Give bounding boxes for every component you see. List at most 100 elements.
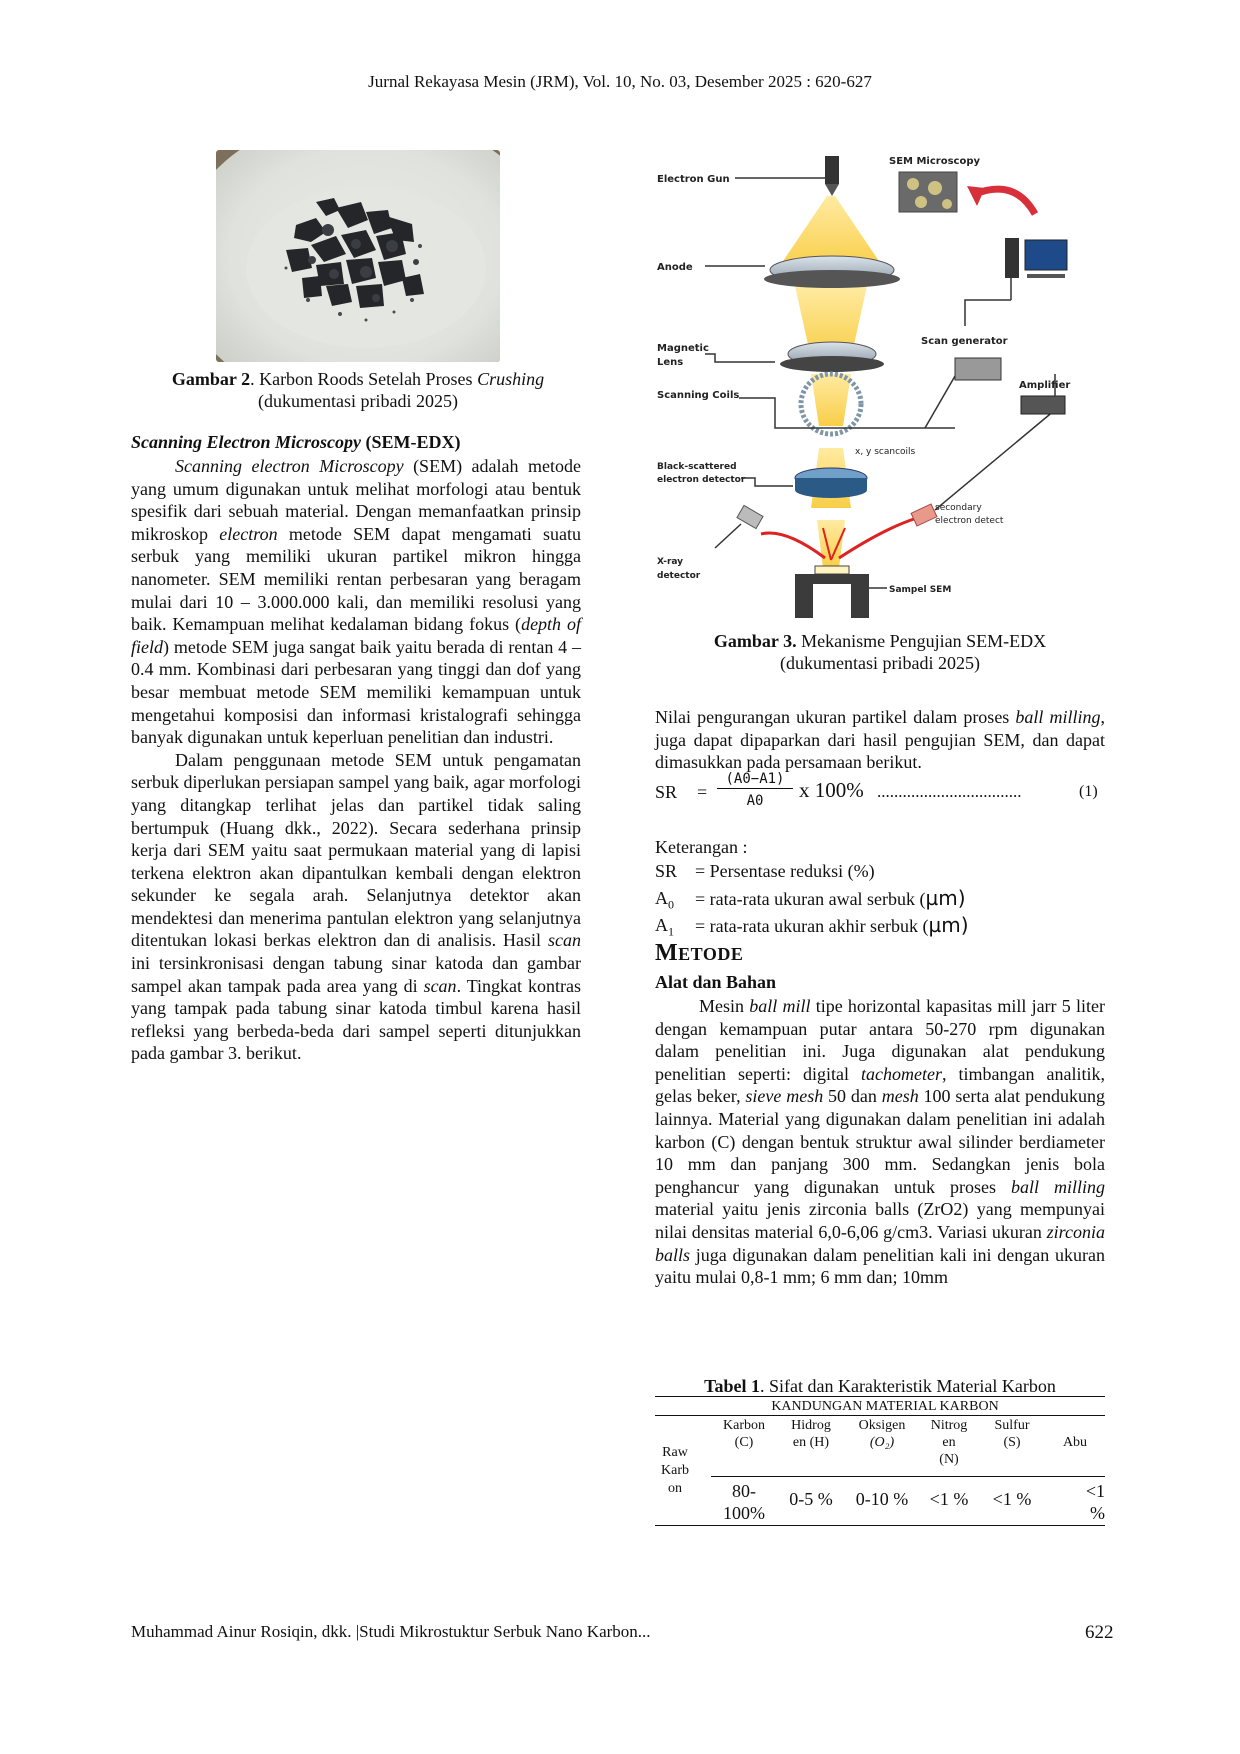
alat-paragraph: Mesin ball mill tipe horizontal kapasita… [655,995,1105,1289]
alat-text-e: , timbangan analitik, gelas beker, [655,1063,1106,1107]
equation-equals: = [697,782,708,802]
row-label-line: Raw [662,1445,688,1460]
keterangan-subscript: 1 [668,924,674,939]
table-1-caption: Tabel 1. Sifat dan Karakteristik Materia… [655,1376,1105,1397]
col-header-line: (C) [734,1435,754,1450]
table-cell: 80-100% [711,1480,777,1524]
alat-text-k: material yaitu jenis zirconia balls (ZrO… [655,1199,1105,1242]
sem-paragraph-2: Dalam penggunaan metode SEM untuk pengam… [131,749,581,1065]
figure-3-caption: Gambar 3. Mekanisme Pengujian SEM-EDX (d… [655,630,1105,674]
equation-dots: .................................. [877,782,1022,801]
equation-rhs: x 100% [799,778,864,802]
table-1: KANDUNGAN MATERIAL KARBON Raw Karb on Ka… [655,1396,1105,1526]
table-row-label: Raw Karb on [655,1444,695,1498]
table-col-header: Abu [1045,1434,1105,1451]
alat-text-g: 50 dan [823,1086,882,1107]
col-header-line: Karbon [723,1418,765,1433]
col-header-line: Sulfur [994,1418,1030,1433]
section-title-rest: (SEM-EDX) [361,432,461,452]
col-header-line: Hidrog [791,1418,831,1433]
keterangan-row: A0 = rata-rata ukuran awal serbuk (µm) [655,884,1105,911]
label-bse-2: electron detector [657,475,746,485]
equation-numerator: (A0−A1) [717,770,793,789]
label-sampel-sem: Sampel SEM [889,585,951,595]
figure-2-label: Gambar 2 [171,369,251,389]
label-anode: Anode [657,262,693,273]
col-header-line: Abu [1062,1435,1088,1450]
table-cell: <1% [1051,1480,1105,1524]
sem-paragraph-1: Scanning electron Microscopy (SEM) adala… [131,455,581,749]
sr-text-c: , juga dapat dipaparkan dari hasil pengu… [655,707,1105,773]
table-cell: 0-10 % [855,1489,909,1509]
table-col-header: Nitrog en (N) [919,1417,979,1468]
label-xray-1: X-ray [657,557,683,567]
sem-p1-text-b: (SEM) adalah metode yang umum digunakan … [131,456,581,544]
keterangan-unit: µm) [925,885,966,910]
table-cell: 0-5 % [789,1489,833,1509]
sem-p2-text-c: ini tersinkronisasi dengan tabung sinar … [131,953,581,996]
keterangan-symbol: A [655,887,668,908]
sem-p2-italic-d: scan [423,975,457,996]
sem-p1-text-d: metode SEM dapat mengamati suatu serbuk … [131,523,581,635]
section-title-italic: Scanning Electron Microscopy [131,432,362,452]
sem-p2-text-a: Dalam penggunaan metode SEM untuk pengam… [131,749,581,951]
figure-2-source: (dukumentasi pribadi 2025) [258,391,458,411]
col-header-line: Nitrog [930,1418,968,1433]
keterangan-desc: = rata-rata ukuran akhir serbuk ( [695,915,929,936]
col-header-line: (N) [939,1452,959,1467]
figure-3-text: Mekanisme Pengujian SEM-EDX [796,631,1047,651]
figure-2-italic: Crushing [477,369,545,389]
label-magnetic-lens-2: Lens [657,357,683,368]
figure-2-caption: Gambar 2. Karbon Roods Setelah Proses Cr… [120,368,596,412]
label-amplifier: Amplifier [1019,380,1070,391]
footer-citation: Muhammad Ainur Rosiqin, dkk. |Studi Mikr… [131,1622,651,1641]
cell-line: <1 [1085,1481,1105,1501]
figure-2-text: . Karbon Roods Setelah Proses [250,369,478,389]
metode-first-letter: M [655,940,679,966]
table-1-text: . Sifat dan Karakteristik Material Karbo… [759,1376,1056,1396]
col-header-line: (O₂) [869,1435,895,1450]
figure-3-source: (dukumentasi pribadi 2025) [780,653,980,673]
cell-line: 80- [732,1481,756,1501]
table-1-label: Tabel 1 [704,1376,760,1396]
equation-lhs: SR [655,782,678,802]
sr-text-a: Nilai pengurangan ukuran partikel dalam … [655,707,1016,727]
alat-text-a: Mesin [699,996,750,1016]
sem-p2-text-e: . Tingkat kontras yang tampak pada tabun… [131,975,581,1064]
sem-body: Scanning electron Microscopy (SEM) adala… [131,455,581,1065]
table-col-header: Karbon (C) [711,1417,777,1451]
cell-line: 100% [723,1503,765,1523]
alat-text-c: tipe horizontal kapasitas mill jarr 5 li… [655,996,1105,1084]
carbon-photo [216,150,500,362]
table-group-header: KANDUNGAN MATERIAL KARBON [771,1399,999,1414]
equation-denominator: A0 [746,793,764,809]
label-bse-1: Black-scattered [657,462,737,472]
metode-rest: ETODE [678,944,744,964]
label-sem-microscopy: SEM Microscopy [889,156,980,167]
label-electron-gun: Electron Gun [657,174,730,185]
sr-italic-b: ball milling [1015,707,1101,727]
keterangan-symbol: SR [655,860,678,881]
label-secondary-1: secondary [935,503,982,513]
alat-italic-f: sieve mesh [745,1086,824,1107]
alat-text-m: juga digunakan dalam penelitian kali ini… [655,1244,1105,1288]
section-title-sem: Scanning Electron Microscopy (SEM-EDX) [131,432,581,453]
keterangan: Keterangan : SR = Persentase reduksi (%)… [655,836,1105,938]
col-header-line: Oksigen [858,1418,906,1433]
subsection-alat: Alat dan Bahan [655,972,777,992]
table-cell: <1 % [929,1489,969,1509]
sem-p2-italic-b: scan [548,930,581,951]
alat-italic-l: zirconia balls [655,1221,1105,1265]
equation-number: (1) [1079,783,1098,800]
label-magnetic-lens-1: Magnetic [657,343,709,354]
cell-line: % [1090,1503,1105,1523]
running-header: Jurnal Rekayasa Mesin (JRM), Vol. 10, No… [368,72,872,91]
alat-text-i: 100 serta alat pendukung lainnya. Materi… [655,1086,1105,1197]
sem-p1-text-f: ) metode SEM juga sangat baik yaitu bera… [131,636,581,748]
section-heading-metode: METODE [655,940,743,967]
col-header-line: en [942,1435,956,1450]
col-header-line: (S) [1003,1435,1021,1450]
table-col-header: Sulfur (S) [981,1417,1043,1451]
alat-italic-d: tachometer [861,1063,942,1084]
